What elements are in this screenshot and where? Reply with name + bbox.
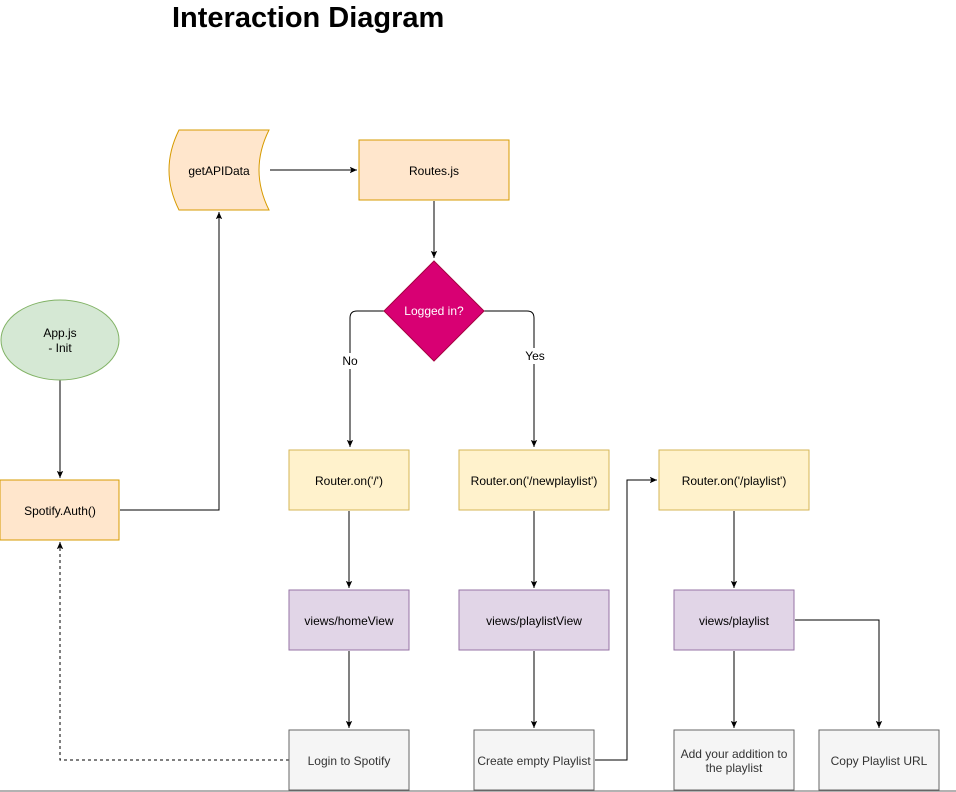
node-get-api-data[interactable]: getAPIData: [168, 129, 270, 211]
node-router-home-label: Router.on('/'): [315, 474, 383, 488]
node-router-newplaylist[interactable]: Router.on('/newplaylist'): [458, 449, 610, 511]
node-login-spotify[interactable]: Login to Spotify: [288, 729, 410, 791]
node-views-home[interactable]: views/homeView: [288, 589, 410, 651]
node-app-js-line1: App.js: [43, 326, 76, 340]
edges: [56, 166, 883, 761]
node-create-playlist-label: Create empty Playlist: [477, 754, 591, 768]
node-router-newplaylist-label: Router.on('/newplaylist'): [471, 474, 598, 488]
edge-login-to-auth-dashed: [56, 542, 289, 761]
node-add-addition[interactable]: Add your addition to the playlist: [673, 729, 795, 791]
edge-loggedin-no: [346, 310, 386, 447]
node-create-playlist[interactable]: Create empty Playlist: [473, 729, 595, 791]
node-app-js-line2: - Init: [48, 341, 72, 355]
node-routes-js-label: Routes.js: [409, 164, 459, 178]
node-add-addition-line1: Add your addition to: [681, 747, 788, 761]
edge-label-no: No: [342, 354, 358, 368]
node-copy-url[interactable]: Copy Playlist URL: [818, 729, 940, 791]
node-views-playlistview-label: views/playlistView: [486, 614, 582, 628]
node-router-playlist-label: Router.on('/playlist'): [682, 474, 787, 488]
node-logged-in-label: Logged in?: [404, 304, 464, 318]
node-spotify-auth-label: Spotify.Auth(): [24, 504, 96, 518]
node-router-home[interactable]: Router.on('/'): [288, 449, 410, 511]
node-add-addition-line2: the playlist: [706, 761, 763, 775]
node-login-spotify-label: Login to Spotify: [308, 754, 391, 768]
node-logged-in-decision[interactable]: Logged in?: [383, 260, 485, 362]
diagram-title: Interaction Diagram: [172, 2, 445, 34]
node-get-api-data-label: getAPIData: [188, 164, 250, 178]
node-router-playlist[interactable]: Router.on('/playlist'): [658, 449, 810, 511]
node-spotify-auth[interactable]: Spotify.Auth(): [0, 479, 120, 541]
edge-loggedin-yes: [484, 310, 538, 447]
node-views-playlist[interactable]: views/playlist: [673, 589, 795, 651]
node-views-home-label: views/homeView: [304, 614, 393, 628]
node-routes-js[interactable]: Routes.js: [358, 139, 510, 201]
edge-label-yes: Yes: [525, 349, 545, 363]
edge-auth-to-getapidata: [120, 212, 223, 511]
node-views-playlist-label: views/playlist: [699, 614, 770, 628]
node-views-playlistview[interactable]: views/playlistView: [458, 589, 610, 651]
edge-playlist-to-copy: [795, 619, 883, 728]
node-copy-url-label: Copy Playlist URL: [831, 754, 928, 768]
edge-create-to-routerplaylist: [595, 476, 657, 761]
node-app-js[interactable]: App.js - Init: [0, 299, 120, 381]
